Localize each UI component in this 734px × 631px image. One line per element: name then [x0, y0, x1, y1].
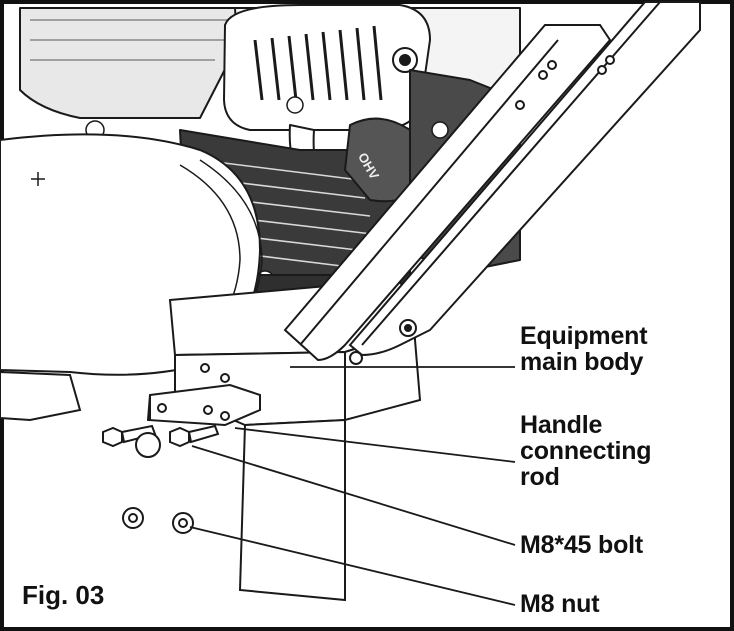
callout-equipment-main-body: Equipment main body — [520, 322, 648, 376]
callout-nut: M8 nut — [520, 590, 600, 618]
bolts — [102, 424, 220, 458]
handle — [283, 0, 701, 365]
callout-line: Equipment — [520, 322, 648, 350]
leader-nut — [189, 526, 516, 606]
callout-line: M8*45 bolt — [520, 531, 644, 559]
callout-line: M8 nut — [520, 590, 600, 618]
leader-lines — [189, 366, 516, 606]
handle-connecting-rod-shape — [146, 383, 261, 427]
callout-line: main body — [520, 348, 644, 376]
leader-bolt — [191, 445, 516, 546]
nuts — [122, 507, 194, 534]
callout-line: Handle — [520, 411, 603, 439]
callout-bolt: M8*45 bolt — [520, 532, 643, 558]
callout-line: rod — [520, 463, 560, 491]
callout-handle-connecting-rod: Handle connecting rod — [520, 411, 652, 491]
callout-line: connecting — [520, 437, 652, 465]
leader-connecting-rod — [234, 427, 516, 463]
figure-label: Fig. 03 — [22, 580, 105, 610]
equipment-main-body-shape — [168, 278, 422, 602]
